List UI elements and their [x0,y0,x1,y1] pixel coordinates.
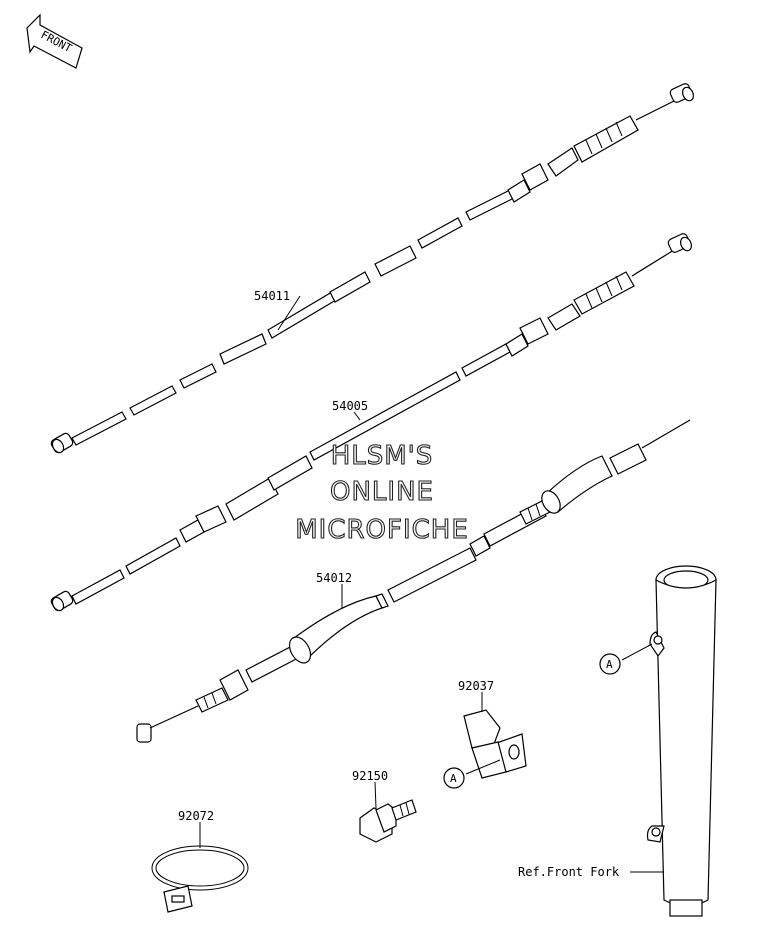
leader-ref-a-clamp [465,759,501,775]
ref-mark-a-clamp: A [443,767,465,789]
cable-54011-upper-end [669,83,695,103]
part-label-54011: 54011 [254,289,290,303]
front-arrow-icon: FRONT [26,13,83,69]
watermark: HLSM'S ONLINE MICROFICHE [295,440,469,545]
cable-54005-upper-end [667,233,693,253]
part-label-54005: 54005 [332,399,368,413]
ref-mark-a-fork: A [599,653,621,675]
bolt-92150 [359,799,417,843]
front-fork [646,565,717,917]
cable-54005-lower-end [50,590,74,612]
part-label-92072: 92072 [178,809,214,823]
svg-text:A: A [450,772,457,785]
leader-92150 [374,781,377,809]
watermark-line-1: HLSM'S [331,441,434,471]
cable-54005-boot [547,271,635,331]
clamp-92037 [463,709,527,779]
watermark-line-2: ONLINE [330,477,434,507]
watermark-line-3: MICROFICHE [295,515,469,545]
cable-54011 [50,83,695,454]
leader-54011 [277,295,301,331]
cable-54005 [50,233,693,612]
cable-54011-lower-end [50,432,74,454]
band-92072 [151,845,249,913]
ref-front-fork-label: Ref.Front Fork [518,865,620,879]
part-label-92037: 92037 [458,679,494,693]
part-label-92150: 92150 [352,769,388,783]
leader-54005 [353,411,361,421]
svg-text:A: A [606,658,613,671]
part-label-54012: 54012 [316,571,352,585]
leader-ref-a-fork [621,643,653,661]
cable-54012 [136,419,691,743]
cable-54012-lower-end [136,723,152,743]
cable-54011-boot [547,115,639,177]
